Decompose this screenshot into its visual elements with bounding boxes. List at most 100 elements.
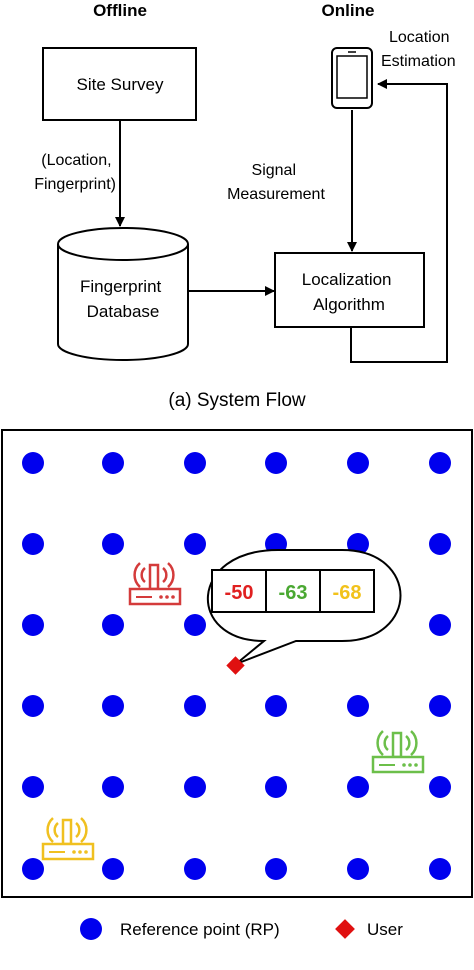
access-point-part bbox=[133, 562, 141, 588]
legend-user-label: User bbox=[367, 920, 403, 939]
access-point-part bbox=[61, 818, 73, 846]
reference-point bbox=[347, 452, 369, 474]
survey-arrow-label-line2: Fingerprint) bbox=[34, 176, 116, 193]
reference-point bbox=[102, 533, 124, 555]
signal-measurement-label: Signal Measurement bbox=[227, 162, 325, 203]
legend-rp-marker bbox=[80, 918, 102, 940]
reference-point bbox=[102, 452, 124, 474]
signal-measurement-line1: Signal bbox=[252, 162, 296, 179]
rssi-cell-3 bbox=[319, 569, 375, 613]
location-estimation-line1: Location bbox=[389, 29, 450, 46]
reference-point bbox=[22, 776, 44, 798]
survey-arrow-label: (Location, Fingerprint) bbox=[34, 152, 116, 193]
access-point-part bbox=[410, 730, 418, 756]
database-label-line1: Fingerprint bbox=[80, 277, 162, 296]
access-point-part bbox=[371, 755, 425, 774]
site-survey-box bbox=[42, 47, 197, 121]
reference-point bbox=[22, 695, 44, 717]
reference-point bbox=[429, 695, 451, 717]
reference-point bbox=[265, 858, 287, 880]
reference-point bbox=[22, 858, 44, 880]
access-point-green-icon bbox=[371, 730, 425, 774]
offline-heading: Offline bbox=[93, 1, 147, 20]
access-point-part bbox=[148, 563, 160, 591]
reference-point bbox=[184, 776, 206, 798]
reference-point bbox=[184, 533, 206, 555]
reference-point bbox=[265, 452, 287, 474]
access-point-part bbox=[84, 850, 88, 854]
reference-point bbox=[184, 452, 206, 474]
access-point-red-icon bbox=[128, 562, 182, 606]
reference-point bbox=[429, 452, 451, 474]
reference-point bbox=[347, 776, 369, 798]
access-point-part bbox=[408, 763, 412, 767]
location-estimation-label: Location Estimation bbox=[381, 29, 456, 70]
legend: Reference point (RP) User bbox=[80, 918, 403, 940]
reference-point bbox=[184, 858, 206, 880]
location-estimation-line2: Estimation bbox=[381, 53, 456, 70]
access-point-part bbox=[159, 595, 163, 599]
access-point-part bbox=[414, 763, 418, 767]
legend-user-marker bbox=[335, 919, 355, 939]
database-label-line2: Database bbox=[87, 302, 160, 321]
rssi-value-yellow: -68 bbox=[333, 582, 362, 604]
access-point-part bbox=[80, 817, 88, 843]
feedback-loop-arrow bbox=[350, 79, 448, 363]
fingerprint-database-cylinder bbox=[57, 227, 189, 361]
reference-point bbox=[429, 858, 451, 880]
access-point-part bbox=[41, 842, 95, 861]
rssi-value-red: -50 bbox=[225, 582, 254, 604]
smartphone-icon bbox=[331, 47, 373, 109]
access-point-part bbox=[391, 731, 403, 759]
localization-algorithm-label: Localization Algorithm bbox=[302, 270, 397, 314]
access-point-part bbox=[376, 730, 384, 756]
database-label: Fingerprint Database bbox=[80, 277, 166, 321]
rssi-table: -50 -63 -68 bbox=[211, 569, 375, 613]
access-point-part bbox=[128, 587, 182, 606]
reference-point bbox=[22, 533, 44, 555]
access-point-part bbox=[46, 817, 54, 843]
access-point-part bbox=[383, 735, 389, 751]
access-point-part bbox=[162, 567, 168, 583]
reference-point bbox=[429, 776, 451, 798]
reference-point bbox=[265, 695, 287, 717]
reference-point bbox=[347, 533, 369, 555]
reference-point bbox=[347, 858, 369, 880]
access-point-yellow-icon bbox=[41, 817, 95, 861]
reference-point bbox=[102, 614, 124, 636]
user-marker bbox=[226, 656, 245, 675]
reference-point bbox=[429, 614, 451, 636]
reference-point bbox=[184, 695, 206, 717]
reference-point bbox=[265, 776, 287, 798]
access-point-part bbox=[165, 595, 169, 599]
system-flow-diagram: Offline Online Site Survey (Location, Fi… bbox=[34, 1, 456, 411]
reference-point-grid bbox=[22, 452, 451, 880]
access-point-part bbox=[402, 763, 406, 767]
reference-point bbox=[347, 695, 369, 717]
access-point-part bbox=[171, 595, 175, 599]
legend-rp-label: Reference point (RP) bbox=[120, 920, 280, 939]
survey-arrow-label-line1: (Location, bbox=[41, 152, 111, 169]
online-heading: Online bbox=[322, 1, 375, 20]
reference-point bbox=[102, 695, 124, 717]
reference-point bbox=[22, 452, 44, 474]
reference-point bbox=[22, 614, 44, 636]
reference-point bbox=[429, 533, 451, 555]
reference-point bbox=[102, 776, 124, 798]
access-point-part bbox=[72, 850, 76, 854]
rssi-value-green: -63 bbox=[279, 582, 308, 604]
access-point-part bbox=[405, 735, 411, 751]
access-point-part bbox=[75, 822, 81, 838]
localization-line1: Localization bbox=[302, 270, 392, 289]
reference-point bbox=[184, 614, 206, 636]
signal-measurement-line2: Measurement bbox=[227, 186, 325, 203]
access-point-part bbox=[53, 822, 59, 838]
localization-line2: Algorithm bbox=[313, 295, 385, 314]
access-point-part bbox=[140, 567, 146, 583]
system-flow-caption: (a) System Flow bbox=[168, 390, 306, 411]
localization-algorithm-box bbox=[274, 252, 425, 328]
site-survey-label: Site Survey bbox=[77, 75, 164, 94]
indoor-map: -50 -63 -68 bbox=[1, 429, 473, 898]
access-point-part bbox=[78, 850, 82, 854]
